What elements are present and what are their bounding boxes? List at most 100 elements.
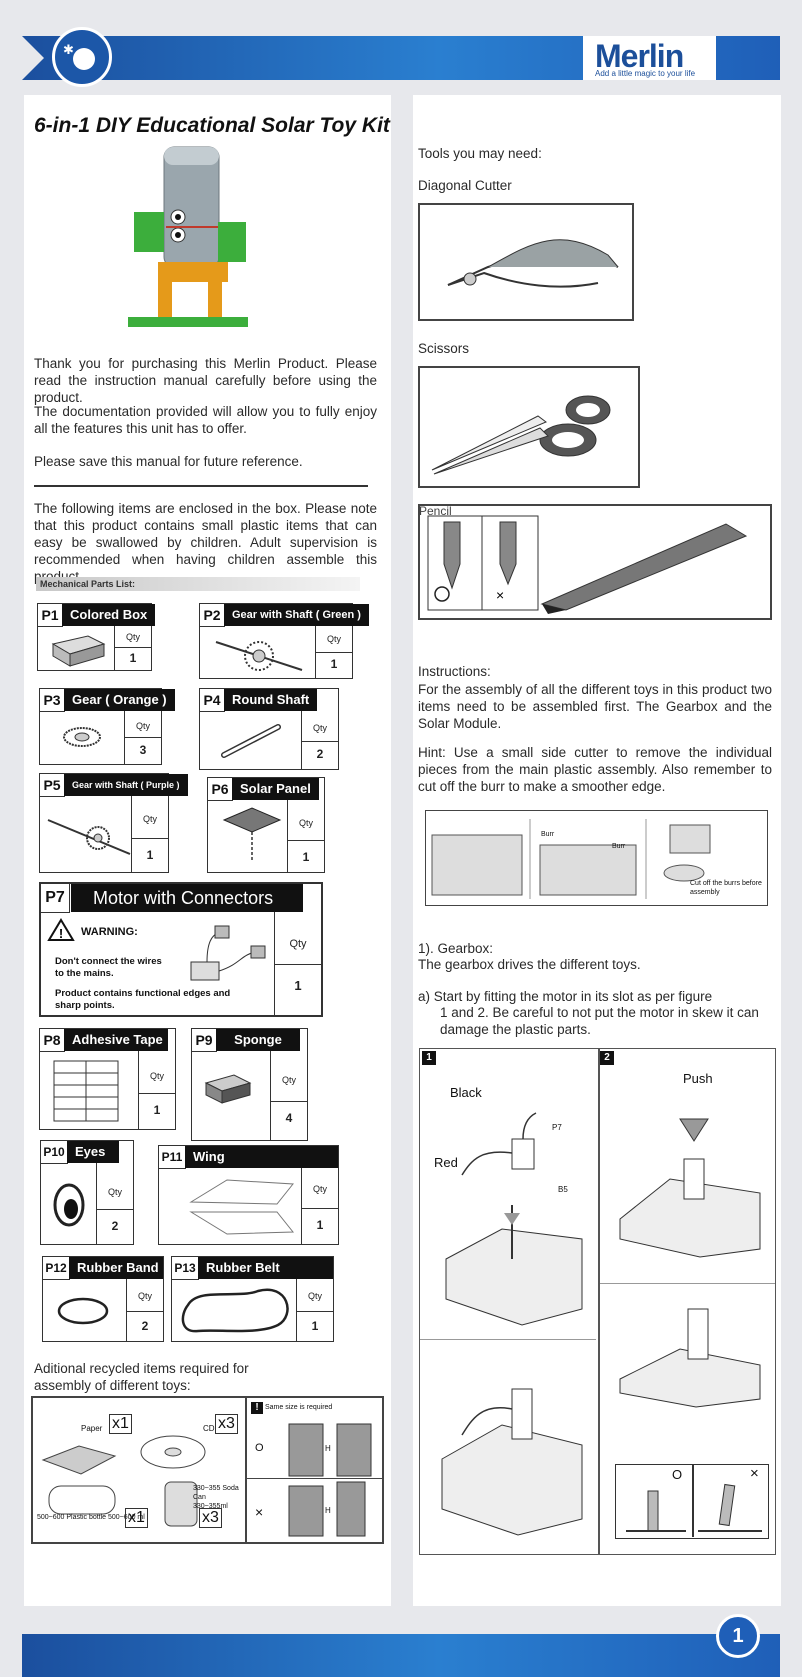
instructions-text: For the assembly of all the different to…: [418, 682, 772, 731]
correct-alignment-mark: O: [672, 1467, 683, 1482]
part-card-p10: P10 Eyes Qty 2: [40, 1140, 134, 1245]
burr-removal-illustration: [431, 819, 711, 899]
qty-cell: Qty 2: [126, 1279, 163, 1341]
black-wire-label: Black: [450, 1085, 482, 1100]
wrong-mark: ×: [255, 1504, 264, 1520]
part-card-p11: P11 Wing Qty 1: [158, 1145, 339, 1245]
important-icon: !: [251, 1402, 263, 1414]
box-illustration: [51, 635, 106, 667]
recycled-items-text: Aditional recycled items required for as…: [34, 1361, 249, 1393]
part-card-p13: P13 Rubber Belt Qty 1: [171, 1256, 334, 1342]
pencil-icon: ×: [427, 515, 748, 614]
qty-label: Qty: [149, 1071, 164, 1081]
part-card-p12: P12 Rubber Band Qty 2: [42, 1256, 164, 1342]
part-name: Gear with Shaft ( Green ): [224, 604, 369, 626]
eye-illustration: [53, 1183, 85, 1227]
footer-banner: [22, 1634, 780, 1677]
alignment-illustration: [626, 1483, 762, 1532]
qty-value: 2: [141, 1319, 149, 1333]
part-id: P7: [41, 884, 70, 913]
part-name: Sponge: [216, 1029, 300, 1051]
part-name: Wing: [185, 1146, 338, 1168]
step-a-line-2: 1 and 2. Be careful to not put the motor…: [440, 1005, 759, 1020]
qty-cell: Qty 1: [138, 1051, 175, 1129]
tool-pencil-label: Pencil: [419, 504, 452, 518]
qty-cell: Qty 1: [274, 912, 321, 1015]
gear-illustration: [63, 727, 101, 747]
warning-edges: Product contains functional edges and sh…: [55, 988, 231, 1011]
intro-paragraph-3: Please save this manual for future refer…: [34, 454, 303, 469]
qty-value: 2: [316, 747, 324, 761]
bottle-qty: x1: [125, 1508, 148, 1528]
part-card-p1: P1 Colored Box Qty 1: [37, 603, 156, 671]
warning-title: WARNING:: [81, 926, 138, 938]
recycled-items-illustration: [41, 1435, 206, 1527]
gear-shaft-purple-illustration: [47, 819, 131, 855]
height-marker-ok: H: [325, 1444, 331, 1453]
qty-value: 1: [311, 1319, 319, 1333]
alignment-check-box: O ×: [615, 1464, 769, 1539]
part-id: P10: [41, 1141, 68, 1164]
height-marker-bad: H: [325, 1506, 331, 1515]
wing-illustration: [189, 1179, 295, 1235]
part-name: Gear ( Orange ): [64, 689, 175, 711]
svg-text:×: ×: [496, 587, 504, 603]
can-label: 330~355 Soda Can 330~355ml: [193, 1485, 239, 1510]
enclosed-paragraph: The following items are enclosed in the …: [34, 501, 377, 584]
brand-name: Merlin: [595, 38, 684, 74]
part-id: P3: [40, 689, 65, 712]
qty-cell: Qty 1: [315, 626, 352, 678]
part-id: P12: [43, 1257, 70, 1280]
warning-mains: Don't connect the wires to the mains.: [55, 956, 162, 979]
wrong-alignment-mark: ×: [750, 1465, 759, 1482]
b5-callout: B5: [558, 1185, 568, 1194]
scissors-figure: [418, 366, 640, 488]
part-name: Rubber Belt: [198, 1257, 333, 1279]
qty-label: Qty: [307, 1291, 322, 1301]
part-name: Motor with Connectors: [71, 884, 303, 912]
part-card-p2: P2 Gear with Shaft ( Green ) Qty 1: [199, 603, 369, 679]
red-wire-label: Red: [434, 1155, 458, 1170]
qty-cell: Qty 1: [131, 796, 168, 872]
brand-tagline: Add a little magic to your life: [595, 69, 696, 78]
qty-value: 1: [302, 850, 310, 864]
qty-label: Qty: [326, 634, 341, 644]
page-title: 6-in-1 DIY Educational Solar Toy Kit: [34, 114, 390, 137]
cd-label: CD: [203, 1424, 215, 1433]
part-id: P4: [200, 689, 225, 712]
solar-robot-image: [128, 146, 248, 327]
warning-icon: !: [47, 918, 75, 941]
cut-burr-note: Cut off the burrs before assembly: [690, 880, 762, 896]
qty-label: Qty: [107, 1187, 122, 1197]
can-qty: x3: [199, 1508, 222, 1528]
qty-cell: Qty 3: [124, 711, 161, 764]
step-a-line-1: a) Start by fitting the motor in its slo…: [418, 989, 713, 1004]
qty-value: 1: [330, 657, 338, 671]
gear-shaft-illustration: [215, 641, 303, 671]
solar-panel-illustration: [222, 807, 282, 862]
qty-cell: Qty 1: [301, 1168, 338, 1244]
figure-1-number: 1: [422, 1051, 436, 1065]
burr-label-2: Burr: [612, 843, 626, 850]
diagonal-cutter-icon: [447, 239, 619, 288]
same-size-note: Same size is required: [265, 1404, 333, 1411]
rubber-band-illustration: [57, 1297, 109, 1325]
figure-2-number: 2: [600, 1051, 614, 1065]
qty-cell: Qty 1: [296, 1279, 333, 1341]
qty-cell: Qty 1: [287, 800, 324, 872]
can-size-illustration: [288, 1423, 372, 1537]
round-shaft-illustration: [221, 724, 281, 758]
moon-logo-icon: ✱: [52, 27, 112, 87]
divider: [34, 485, 368, 487]
part-card-p4: P4 Round Shaft Qty 2: [199, 688, 339, 770]
mechanical-parts-heading: Mechanical Parts List:: [36, 577, 360, 591]
header-ribbon-notch: [22, 36, 44, 80]
part-id: P11: [159, 1146, 186, 1169]
qty-label: Qty: [312, 1184, 327, 1194]
part-id: P1: [38, 604, 63, 627]
pencil-figure: Pencil ×: [418, 504, 772, 620]
qty-label: Qty: [312, 723, 327, 733]
step-a-line-3: damage the plastic parts.: [440, 1022, 591, 1037]
qty-value: 1: [316, 1218, 324, 1232]
part-id: P6: [208, 778, 233, 801]
